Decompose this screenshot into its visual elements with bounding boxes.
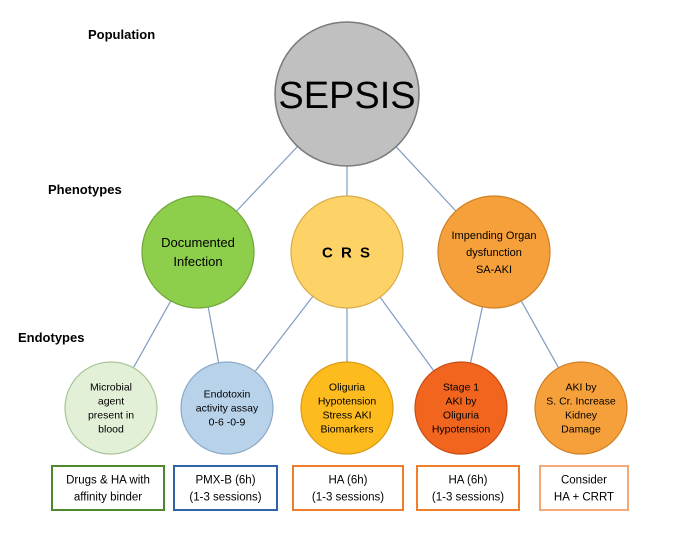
edge-phenotype-endotype-6 (520, 300, 560, 369)
endotype-4-line-0: AKI by (566, 382, 598, 394)
treatment-box-4 (539, 465, 629, 511)
edge-phenotype-endotype-1 (207, 306, 220, 363)
endotype-4-line-2: Kidney (565, 410, 598, 422)
treatment-2-line-0: HA (6h) (329, 475, 368, 487)
treatment-4-line-0: Consider (561, 475, 607, 487)
endotype-node-0 (64, 361, 158, 455)
phenotype-node-2 (437, 195, 551, 309)
treatment-0-line-1: affinity binder (74, 492, 142, 504)
treatment-0-line-0: Drugs & HA with (66, 475, 150, 487)
phenotype-0-line-0: Documented (161, 235, 235, 250)
phenotype-node-1 (290, 195, 404, 309)
phenotype-1-label: C R S (322, 244, 372, 261)
treatment-box-2 (292, 465, 404, 511)
endotype-4-line-1: S. Cr. Increase (546, 396, 616, 408)
treatment-boxes: Drugs & HA with affinity binder PMX-B (6h)… (51, 465, 629, 511)
endotype-3-line-0: Stage 1 (443, 382, 479, 394)
endotype-4-line-3: Damage (561, 424, 601, 436)
endotype-1-line-0: Endotoxin (204, 389, 251, 401)
phenotype-2-line-2: SA-AKI (476, 264, 512, 276)
treatment-4-line-1: HA + CRRT (554, 492, 614, 504)
sepsis-label: SEPSIS (278, 75, 415, 117)
edge-phenotype-endotype-2 (254, 296, 314, 372)
edge-phenotype-endotype-5 (469, 306, 483, 364)
treatment-2-line-1: (1-3 sessions) (312, 492, 384, 504)
treatment-3-label: HA (6h) (1-3 sessions) (432, 475, 504, 504)
edge-phenotype-endotype-4 (379, 296, 435, 372)
level-label-phenotypes: Phenotypes (48, 182, 122, 197)
edge-root-phenotype-2 (395, 146, 457, 212)
edge-phenotype-endotype-0 (132, 300, 172, 369)
endotype-0-label: Microbial agent present in blood (88, 382, 134, 436)
endotype-node-1 (180, 361, 274, 455)
diagram-edges (132, 145, 560, 372)
endotype-3-line-1: AKI by (446, 396, 478, 408)
endotype-node-2 (300, 361, 394, 455)
phenotype-node-0 (141, 195, 255, 309)
treatment-box-1 (173, 465, 278, 511)
edge-root-phenotype-0 (235, 145, 299, 212)
treatment-1-label: PMX-B (6h) (1-3 sessions) (189, 475, 261, 504)
phenotype-0-line-1: Infection (173, 254, 222, 269)
phenotype-2-line-0: Impending Organ (452, 230, 537, 242)
endotype-1-line-2: 0-6 -0-9 (209, 417, 246, 429)
endotype-3-line-2: Oliguria (443, 410, 479, 422)
phenotype-1-line-0: C R S (322, 244, 372, 261)
treatment-4-label: Consider HA + CRRT (554, 475, 614, 504)
treatment-1-line-1: (1-3 sessions) (189, 492, 261, 504)
endotype-1-label: Endotoxin activity assay 0-6 -0-9 (196, 389, 259, 429)
endotype-0-line-1: agent (98, 396, 124, 408)
level-label-population: Population (88, 27, 155, 42)
endotype-2-line-3: Biomarkers (320, 424, 373, 436)
sepsis-node (274, 21, 420, 167)
endotype-2-line-0: Oliguria (329, 382, 365, 394)
endotype-node-4 (534, 361, 628, 455)
endotype-node-3 (414, 361, 508, 455)
endotype-0-line-2: present in (88, 410, 134, 422)
endotype-0-line-3: blood (98, 424, 124, 436)
treatment-3-line-0: HA (6h) (449, 475, 488, 487)
endotype-2-line-1: Hypotension (318, 396, 377, 408)
treatment-box-0 (51, 465, 165, 511)
treatment-1-line-0: PMX-B (6h) (195, 475, 255, 487)
endotype-1-line-1: activity assay (196, 403, 259, 415)
treatment-0-label: Drugs & HA with affinity binder (66, 475, 150, 504)
endotype-nodes: Microbial agent present in blood Endotoxin ac… (64, 361, 628, 455)
endotype-0-line-0: Microbial (90, 382, 132, 394)
treatment-box-3 (416, 465, 520, 511)
treatment-2-label: HA (6h) (1-3 sessions) (312, 475, 384, 504)
endotype-3-line-3: Hypotension (432, 424, 491, 436)
endotype-2-line-2: Stress AKI (322, 410, 371, 422)
phenotype-2-line-1: dysfunction (466, 247, 522, 259)
level-label-endotypes: Endotypes (18, 330, 84, 345)
treatment-3-line-1: (1-3 sessions) (432, 492, 504, 504)
